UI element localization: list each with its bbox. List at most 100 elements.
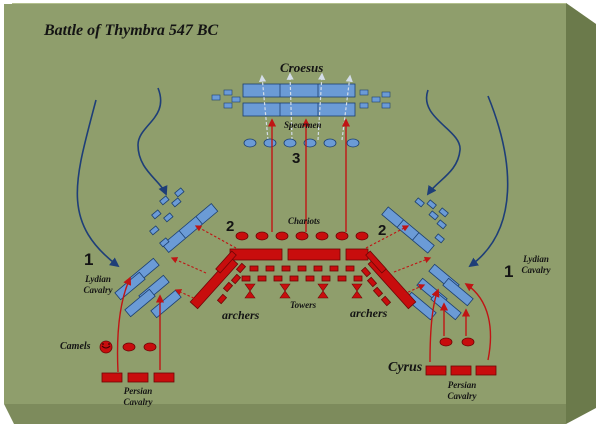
cyrus-unit-oval (439, 337, 453, 347)
chariot-oval (335, 231, 349, 241)
lydian-wheel-arrows (76, 87, 509, 268)
camels-group (99, 340, 157, 354)
persian-small-unit (265, 265, 275, 272)
blue-arrow-right-lower (468, 95, 509, 268)
lydian-small-unit (159, 195, 170, 206)
spearmen-small-unit (359, 89, 369, 96)
archers-right-label: archers (350, 306, 388, 320)
towers-group (244, 283, 363, 299)
lydian-small-unit (414, 197, 425, 208)
camel-icon (99, 340, 113, 354)
red-arrow-cavalry-right (464, 283, 492, 361)
persian-cavalry-bar (475, 365, 497, 376)
persian-attack-arrows (116, 118, 492, 373)
lydian-small-unit (426, 199, 437, 210)
spearmen-small-unit (211, 94, 221, 101)
persian-cavalry-left-units (101, 372, 175, 383)
phase-number-right-archers: 2 (378, 222, 387, 239)
persian-small-unit (366, 276, 378, 288)
persian-small-unit (230, 273, 242, 285)
lydian-unit-oval (323, 138, 337, 148)
persian-small-unit (321, 275, 331, 282)
lydian-unit-oval (346, 138, 360, 148)
phase-number-right-flank: 1 (504, 262, 514, 281)
spearmen-small-unit (359, 102, 369, 109)
chariot-oval (295, 231, 309, 241)
persian-small-unit (289, 275, 299, 282)
persian-cavalry-bar (425, 365, 447, 376)
tower-icon (244, 283, 256, 299)
persian-small-unit (353, 275, 363, 282)
lydian-unit-oval (243, 138, 257, 148)
phase-number-left-flank: 1 (84, 250, 94, 269)
persian-main-line (229, 248, 283, 261)
persian-small-unit (216, 293, 228, 305)
camel-unit-oval (143, 342, 157, 352)
persian-cavalry-right-label: Persian Cavalry (447, 380, 477, 401)
spearmen-formation (211, 83, 391, 117)
persian-cavalry-bar (127, 372, 149, 383)
persian-left-wing (189, 250, 247, 310)
lydian-cavalry-left-units (114, 257, 182, 319)
spearmen-small-unit (223, 89, 233, 96)
lydian-small-unit (438, 207, 449, 218)
spearmen-small-unit (231, 96, 241, 103)
lydian-wing-bar (161, 203, 219, 253)
spearmen-retreat-arrows (258, 72, 353, 141)
chariot-oval (235, 231, 249, 241)
persian-small-unit (257, 275, 267, 282)
persian-small-unit (297, 265, 307, 272)
blue-arrow-left-lower (76, 99, 120, 268)
persian-wing-bar (215, 250, 237, 274)
lydian-small-unit (171, 197, 182, 208)
persian-small-unit (329, 265, 339, 272)
persian-main-line (287, 248, 341, 261)
persian-small-unit (372, 286, 384, 298)
cyrus-label: Cyrus (388, 360, 423, 375)
persian-small-unit (337, 275, 347, 282)
tower-icon (317, 283, 329, 299)
spearmen-small-unit (371, 96, 381, 103)
persian-small-unit (345, 265, 355, 272)
towers-label: Towers (290, 300, 317, 310)
lydian-small-unit (436, 219, 447, 230)
board-bottom-edge (4, 404, 566, 424)
blue-arrow-right-upper (425, 89, 461, 196)
tower-icon (351, 283, 363, 299)
spearmen-small-unit (381, 102, 391, 109)
persian-small-unit (235, 262, 247, 274)
lydian-cavalry-bar (442, 277, 474, 307)
archer-fire-arrows (170, 225, 432, 301)
spearmen-block (242, 102, 356, 117)
lydian-cavalry-bar (124, 288, 156, 318)
lydian-small-unit (151, 209, 162, 220)
persian-small-unit (249, 265, 259, 272)
chariot-oval (355, 231, 369, 241)
spearmen-small-unit (223, 102, 233, 109)
board-side-edge (566, 3, 596, 424)
red-arrow-cavalry-right (429, 288, 440, 363)
persian-small-unit (281, 265, 291, 272)
tower-icon (279, 283, 291, 299)
persian-cavalry-bar (101, 372, 123, 383)
lydian-unit-oval (263, 138, 277, 148)
lydian-unit-oval (283, 138, 297, 148)
lydian-left-wing (149, 187, 219, 253)
lydian-unit-oval (303, 138, 317, 148)
persian-small-unit (241, 275, 251, 282)
phase-number-center: 3 (292, 150, 301, 167)
lydian-infantry-row (243, 138, 360, 148)
phase-number-left-archers: 2 (226, 218, 235, 235)
persian-wing-bar (365, 250, 387, 274)
camel-unit-oval (122, 342, 136, 352)
persian-wing-bar (189, 256, 239, 310)
lydian-small-unit (174, 187, 185, 198)
chariot-oval (315, 231, 329, 241)
persian-small-unit (305, 275, 315, 282)
board-face (4, 4, 566, 404)
cyrus-unit-oval (461, 337, 475, 347)
persian-small-unit (360, 266, 372, 278)
archers-left-label: archers (222, 308, 260, 322)
lydian-small-unit (159, 237, 170, 248)
